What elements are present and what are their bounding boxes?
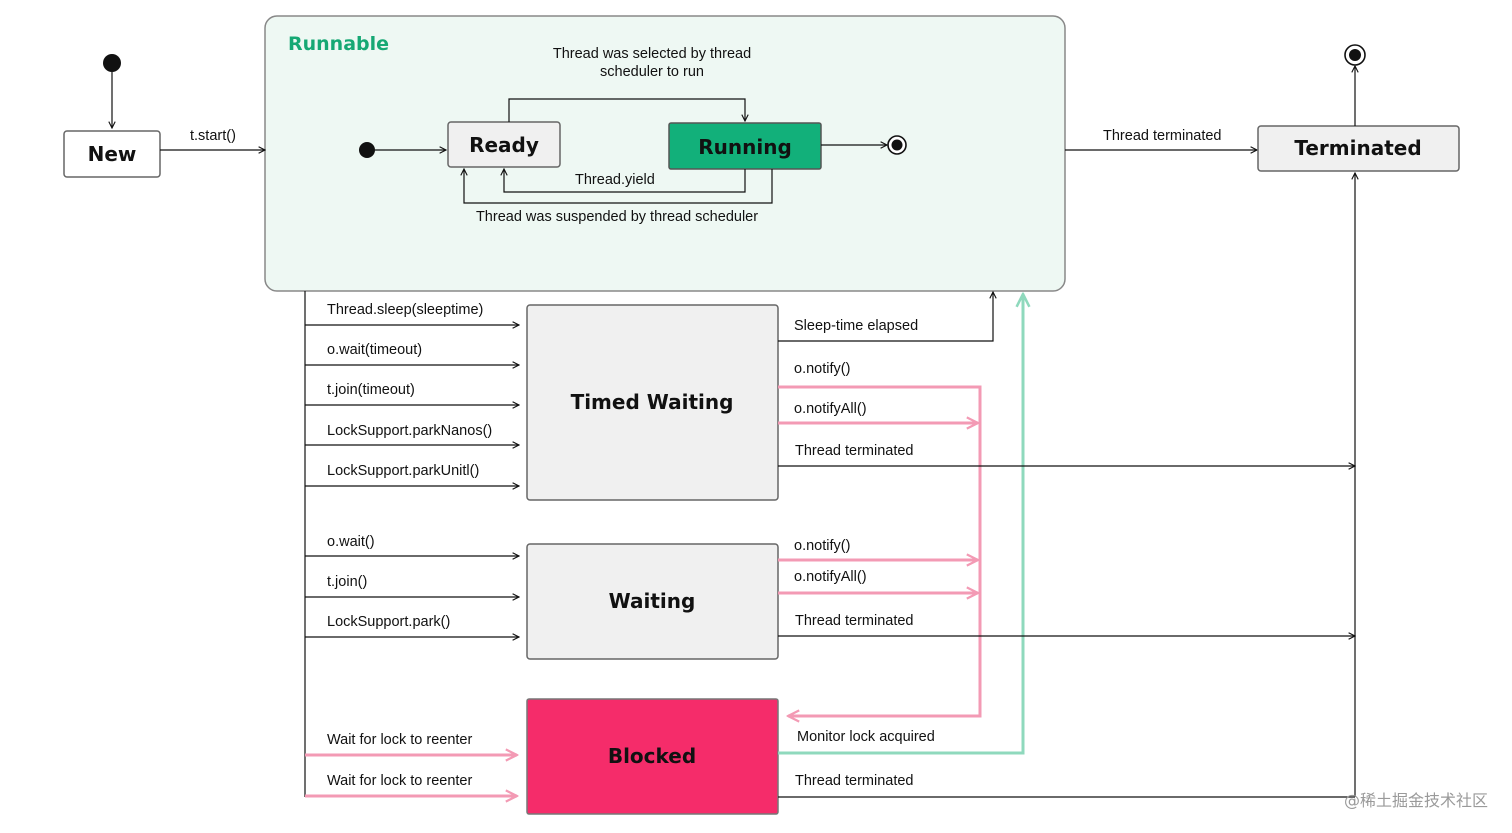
b-in-label-1: Wait for lock to reenter: [327, 773, 472, 789]
tw-in-label-0: Thread.sleep(sleeptime): [327, 302, 483, 318]
state-terminated: [1257, 125, 1460, 172]
timed-waiting-inputs: [305, 325, 519, 486]
state-blocked-label: Blocked: [608, 744, 696, 768]
yield-arrow: [504, 169, 746, 193]
tw-in-label-3: LockSupport.parkNanos(): [327, 423, 492, 439]
w-terminated-label: Thread terminated: [795, 613, 913, 629]
thread-terminated-top-label: Thread terminated: [1103, 128, 1221, 144]
state-ready-label: Ready: [469, 133, 539, 157]
state-timed-waiting-label: Timed Waiting: [571, 390, 734, 414]
w-in-label-1: t.join(): [327, 574, 367, 590]
tw-in-label-4: LockSupport.parkUnitl(): [327, 463, 479, 479]
state-blocked: [526, 698, 779, 815]
suspended-arrow: [464, 169, 773, 204]
w-notifyall-label: o.notifyAll(): [794, 569, 867, 585]
sleep-elapsed-arrow: [778, 292, 993, 342]
w-notify-label: o.notify(): [794, 538, 850, 554]
b-in-label-0: Wait for lock to reenter: [327, 732, 472, 748]
ready-to-running-arrow: [508, 98, 745, 122]
blocked-inputs: [305, 755, 517, 796]
selected-label-1: Thread was selected by thread: [553, 46, 751, 62]
tw-terminated-label: Thread terminated: [795, 443, 913, 459]
tw-notify-to-blocked-arrow: [778, 385, 982, 716]
monitor-acquired-label: Monitor lock acquired: [797, 729, 935, 745]
state-new: [63, 130, 161, 178]
monitor-acquired-arrow: [778, 294, 1023, 755]
state-timed-waiting: [526, 304, 779, 501]
tw-notify-label: o.notify(): [794, 361, 850, 377]
state-ready: [447, 121, 561, 168]
runnable-title: Runnable: [288, 33, 389, 55]
tw-in-label-1: o.wait(timeout): [327, 342, 422, 358]
tw-notifyall-label: o.notifyAll(): [794, 401, 867, 417]
runnable-initial-node: [359, 142, 375, 158]
suspended-label: Thread was suspended by thread scheduler: [476, 209, 758, 225]
selected-label-2: scheduler to run: [600, 64, 704, 80]
watermark: @稀土掘金技术社区: [1344, 791, 1488, 810]
state-terminated-label: Terminated: [1294, 136, 1421, 160]
tw-in-label-2: t.join(timeout): [327, 382, 415, 398]
waiting-inputs: [305, 556, 519, 637]
start-label: t.start(): [190, 128, 236, 144]
state-new-label: New: [88, 142, 137, 166]
state-waiting-label: Waiting: [609, 589, 696, 613]
state-running-label: Running: [698, 135, 792, 159]
b-terminated-label: Thread terminated: [795, 773, 913, 789]
final-node: [1349, 49, 1361, 61]
w-in-label-0: o.wait(): [327, 534, 375, 550]
sleep-elapsed-label: Sleep-time elapsed: [794, 318, 918, 334]
yield-label: Thread.yield: [575, 172, 655, 188]
w-in-label-2: LockSupport.park(): [327, 614, 450, 630]
runnable-final-node: [891, 139, 903, 151]
state-waiting: [526, 543, 779, 660]
initial-node: [103, 54, 121, 72]
